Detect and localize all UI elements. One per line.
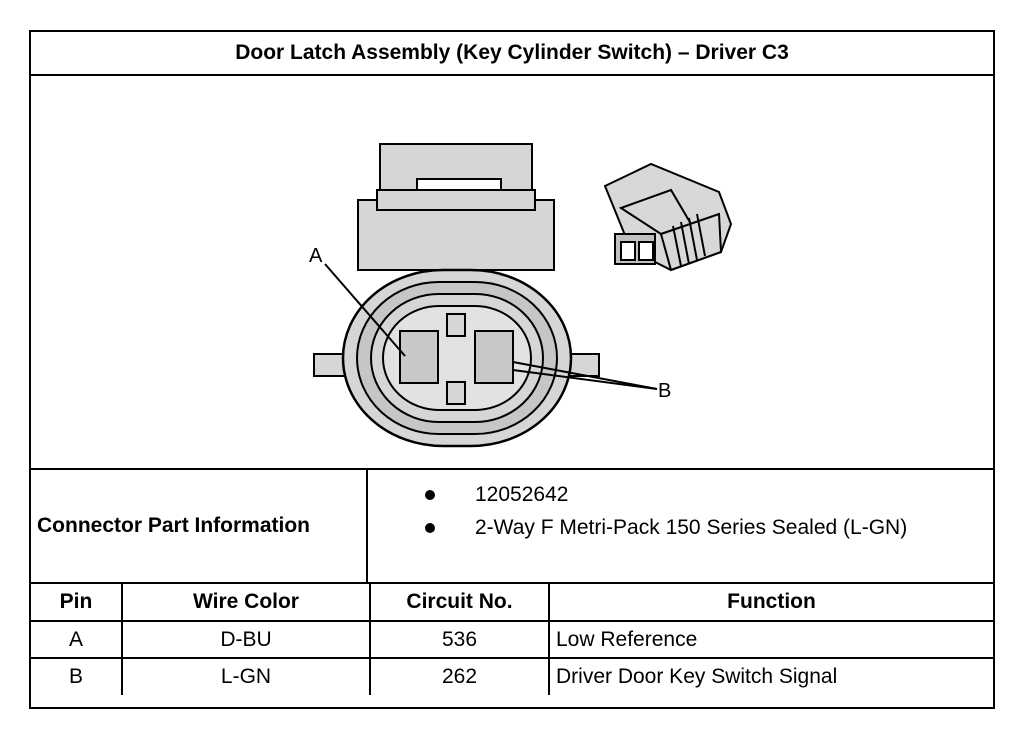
connector-info-row: Connector Part Information 12052642 2-Wa… bbox=[31, 468, 993, 584]
bullet-icon bbox=[425, 523, 435, 533]
pin-label-b: B bbox=[658, 380, 671, 402]
list-item: 12052642 bbox=[370, 480, 993, 510]
table-row: A D-BU 536 Low Reference bbox=[31, 620, 993, 659]
cell-wire-color: L-GN bbox=[121, 657, 371, 695]
header-function: Function bbox=[548, 584, 993, 622]
connector-3d-view-icon bbox=[603, 162, 733, 272]
cell-function: Low Reference bbox=[548, 620, 993, 659]
part-number: 12052642 bbox=[475, 483, 569, 506]
header-wire-color: Wire Color bbox=[121, 584, 371, 622]
connector-info-label: Connector Part Information bbox=[31, 470, 368, 582]
cell-wire-color: D-BU bbox=[121, 620, 371, 659]
connector-face-view-icon: A B bbox=[309, 143, 733, 448]
header-pin: Pin bbox=[31, 584, 123, 622]
cell-pin: B bbox=[31, 657, 123, 695]
header-circuit: Circuit No. bbox=[369, 584, 550, 622]
pin-table: Pin Wire Color Circuit No. Function A D-… bbox=[31, 584, 993, 695]
table-row: B L-GN 262 Driver Door Key Switch Signal bbox=[31, 657, 993, 695]
table-header-row: Pin Wire Color Circuit No. Function bbox=[31, 584, 993, 622]
connector-sheet: Door Latch Assembly (Key Cylinder Switch… bbox=[29, 30, 995, 709]
bullet-icon bbox=[425, 490, 435, 500]
connector-description: 2-Way F Metri-Pack 150 Series Sealed (L-… bbox=[475, 516, 908, 539]
cell-circuit: 536 bbox=[369, 620, 550, 659]
list-item: 2-Way F Metri-Pack 150 Series Sealed (L-… bbox=[370, 513, 993, 543]
connector-diagram: A B bbox=[31, 74, 993, 468]
cell-pin: A bbox=[31, 620, 123, 659]
cell-circuit: 262 bbox=[369, 657, 550, 695]
connector-info-list: 12052642 2-Way F Metri-Pack 150 Series S… bbox=[370, 470, 993, 582]
pin-label-a: A bbox=[309, 245, 323, 267]
page-title: Door Latch Assembly (Key Cylinder Switch… bbox=[31, 32, 993, 76]
cell-function: Driver Door Key Switch Signal bbox=[548, 657, 993, 695]
